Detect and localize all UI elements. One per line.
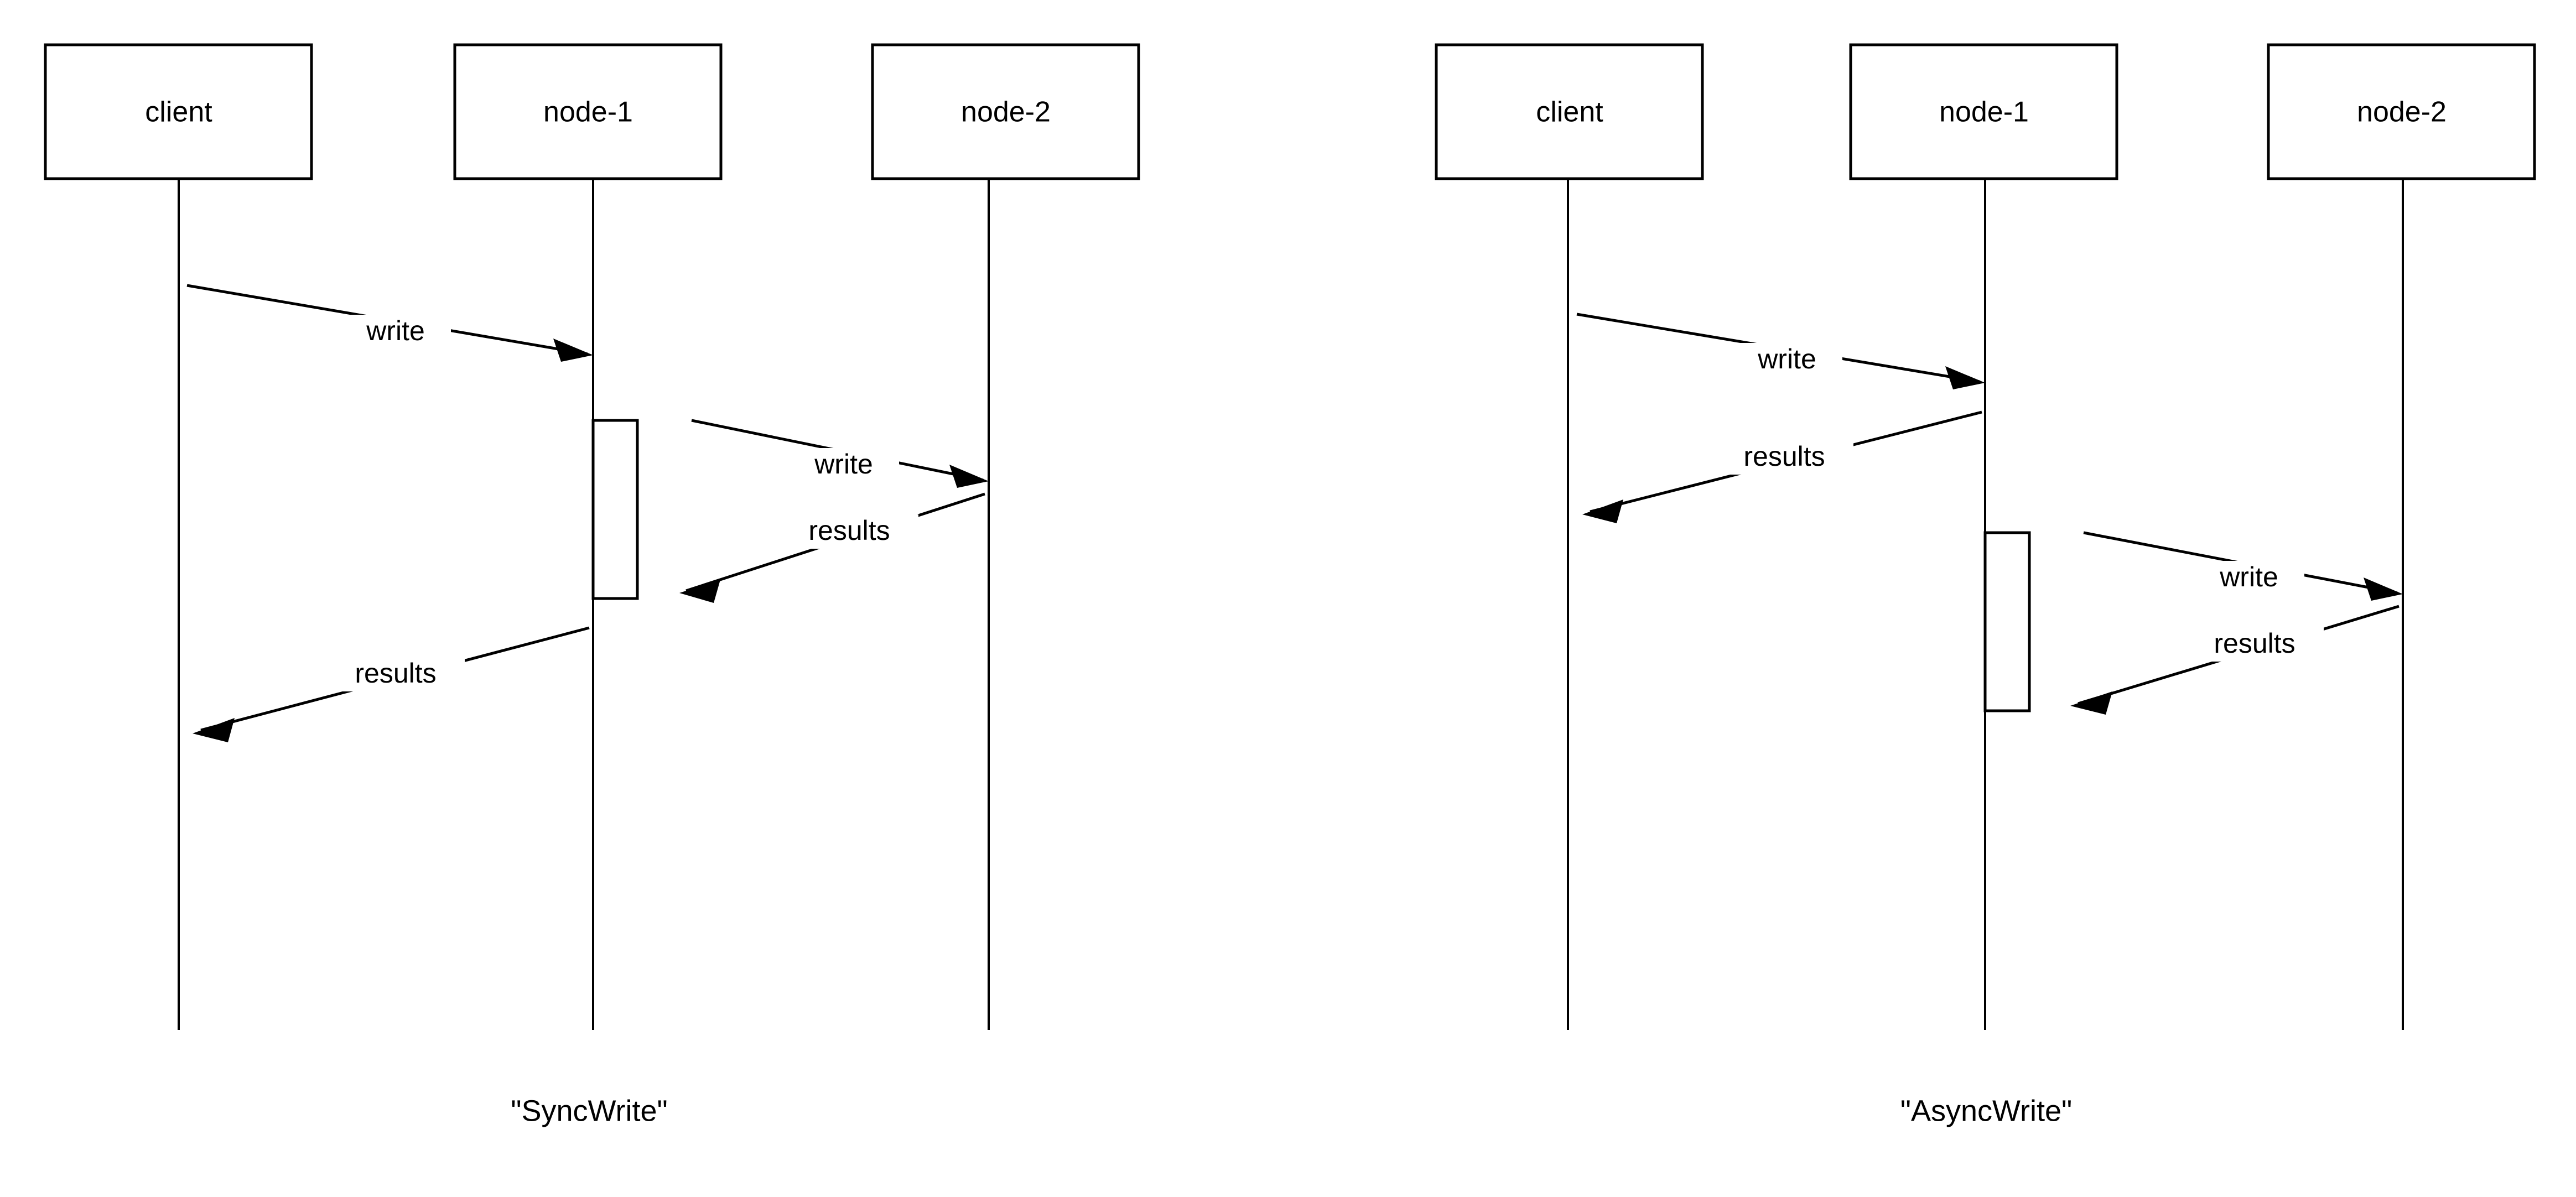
message-results-node2-node1-2: results xyxy=(2070,605,2400,715)
message-write-client-node1-2: write xyxy=(1576,313,1985,389)
message-label-results-3: results xyxy=(1743,441,1825,472)
diagram-caption-async-write: "AsyncWrite" xyxy=(1900,1094,2072,1127)
participant-label-client: client xyxy=(145,96,212,128)
message-write-node1-node2-2: write xyxy=(2083,531,2403,601)
message-label-results-2: results xyxy=(355,658,436,689)
participant-label-node-2: node-2 xyxy=(961,96,1051,128)
message-results-node1-client-2: results xyxy=(1582,410,1982,523)
participant-label-node-1-2: node-1 xyxy=(1939,96,2029,128)
participant-box-node-2-2 xyxy=(2267,43,2536,180)
message-label-write-2: write xyxy=(814,449,873,480)
participant-box-node-2 xyxy=(871,43,1140,180)
participant-label-node-1: node-1 xyxy=(543,96,633,128)
message-label-write-1: write xyxy=(366,315,425,346)
message-label-write-4: write xyxy=(2219,561,2278,592)
participant-label-client-2: client xyxy=(1536,96,1603,128)
message-label-results-1: results xyxy=(808,515,890,546)
participant-box-client-2 xyxy=(1435,43,1704,180)
diagram-async-write: client node-1 node-2 write results xyxy=(1435,43,2536,1127)
activation-bar-node-1-2 xyxy=(1983,531,2031,712)
message-write-client-node1: write xyxy=(186,284,593,362)
message-label-results-4: results xyxy=(2214,628,2295,659)
participant-box-node-1-2 xyxy=(1849,43,2118,180)
message-label-write-3: write xyxy=(1757,344,1816,374)
activation-bar-node-1 xyxy=(591,419,639,600)
diagram-caption-sync-write: "SyncWrite" xyxy=(511,1094,667,1127)
message-write-node1-node2: write xyxy=(691,419,989,488)
diagram-sync-write: client node-1 node-2 write write xyxy=(44,43,1140,1127)
participant-box-node-1 xyxy=(453,43,723,180)
message-results-node1-client: results xyxy=(193,626,590,742)
participant-label-node-2-2: node-2 xyxy=(2357,96,2447,128)
participant-box-client xyxy=(44,43,313,180)
message-results-node2-node1: results xyxy=(679,492,985,603)
